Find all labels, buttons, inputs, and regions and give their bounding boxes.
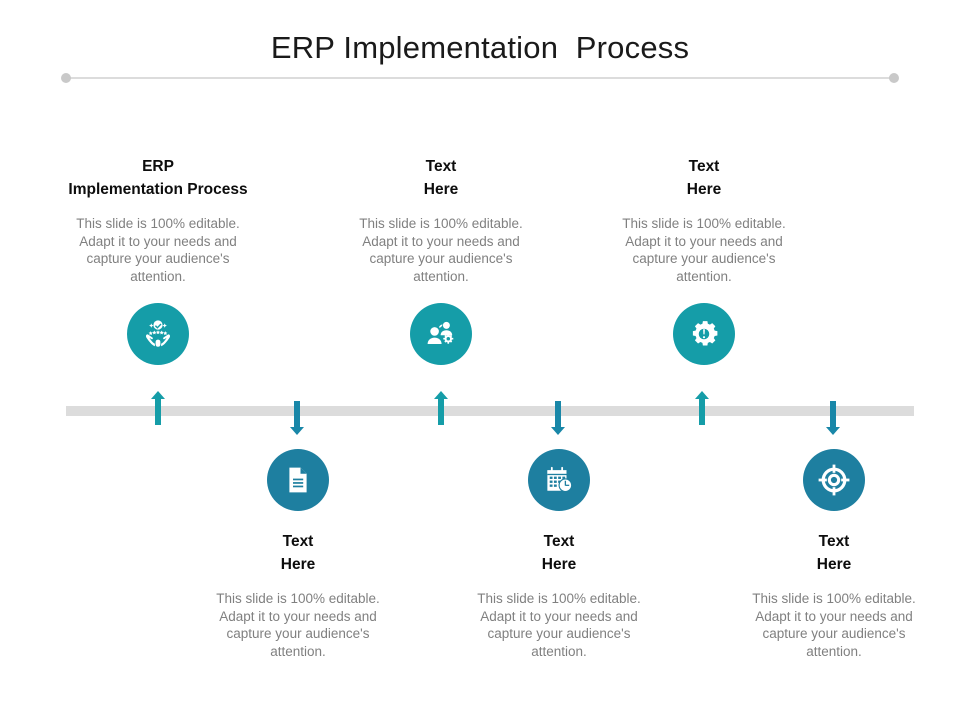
timeline-step-5[interactable]: Text Here This slide is 100% editable. A… xyxy=(441,449,677,660)
step-3-body: This slide is 100% editable. Adapt it to… xyxy=(622,216,786,284)
step-5-icon-circle[interactable] xyxy=(528,449,590,511)
timeline-step-4[interactable]: Text Here This slide is 100% editable. A… xyxy=(180,449,416,660)
arrow-down-3 xyxy=(824,401,842,435)
step-6-heading: Text Here xyxy=(816,533,852,573)
step-1-heading: ERP Implementation Process xyxy=(68,158,248,198)
timeline-step-6[interactable]: Text Here This slide is 100% editable. A… xyxy=(716,449,952,660)
document-icon xyxy=(284,466,312,494)
target-crosshair-icon xyxy=(818,464,850,496)
step-3-icon-circle[interactable] xyxy=(673,303,735,365)
users-gear-icon xyxy=(425,318,457,350)
timeline-step-1[interactable]: ERP Implementation Process This slide is… xyxy=(40,155,276,365)
timeline-bar xyxy=(66,406,914,416)
arrow-down-2 xyxy=(549,401,567,435)
arrow-down-1 xyxy=(288,401,306,435)
step-2-body: This slide is 100% editable. Adapt it to… xyxy=(359,216,523,284)
step-3-heading: Text Here xyxy=(686,158,722,198)
arrow-up-2 xyxy=(432,391,450,425)
step-1-body: This slide is 100% editable. Adapt it to… xyxy=(76,216,240,284)
step-1-icon-wrap xyxy=(40,303,276,365)
divider-dot-left-icon xyxy=(61,73,71,83)
page-title: ERP Implementation Process xyxy=(270,30,690,65)
divider-dot-right-icon xyxy=(889,73,899,83)
timeline-step-3[interactable]: Text Here This slide is 100% editable. A… xyxy=(586,155,822,365)
gear-icon xyxy=(689,319,719,349)
hands-holding-stars-icon xyxy=(141,317,175,351)
step-5-body: This slide is 100% editable. Adapt it to… xyxy=(477,591,641,659)
step-1-icon-circle[interactable] xyxy=(127,303,189,365)
step-6-icon-circle[interactable] xyxy=(803,449,865,511)
timeline-step-2[interactable]: Text Here This slide is 100% editable. A… xyxy=(323,155,559,365)
step-3-icon-wrap xyxy=(586,303,822,365)
step-2-icon-wrap xyxy=(323,303,559,365)
step-2-heading: Text Here xyxy=(423,158,459,198)
calendar-clock-icon xyxy=(544,465,574,495)
arrow-up-3 xyxy=(693,391,711,425)
step-2-icon-circle[interactable] xyxy=(410,303,472,365)
arrow-up-1 xyxy=(149,391,167,425)
step-4-body: This slide is 100% editable. Adapt it to… xyxy=(216,591,380,659)
step-5-heading: Text Here xyxy=(541,533,577,573)
title-divider xyxy=(61,73,899,83)
step-6-body: This slide is 100% editable. Adapt it to… xyxy=(752,591,916,659)
step-4-heading: Text Here xyxy=(280,533,316,573)
step-4-icon-circle[interactable] xyxy=(267,449,329,511)
